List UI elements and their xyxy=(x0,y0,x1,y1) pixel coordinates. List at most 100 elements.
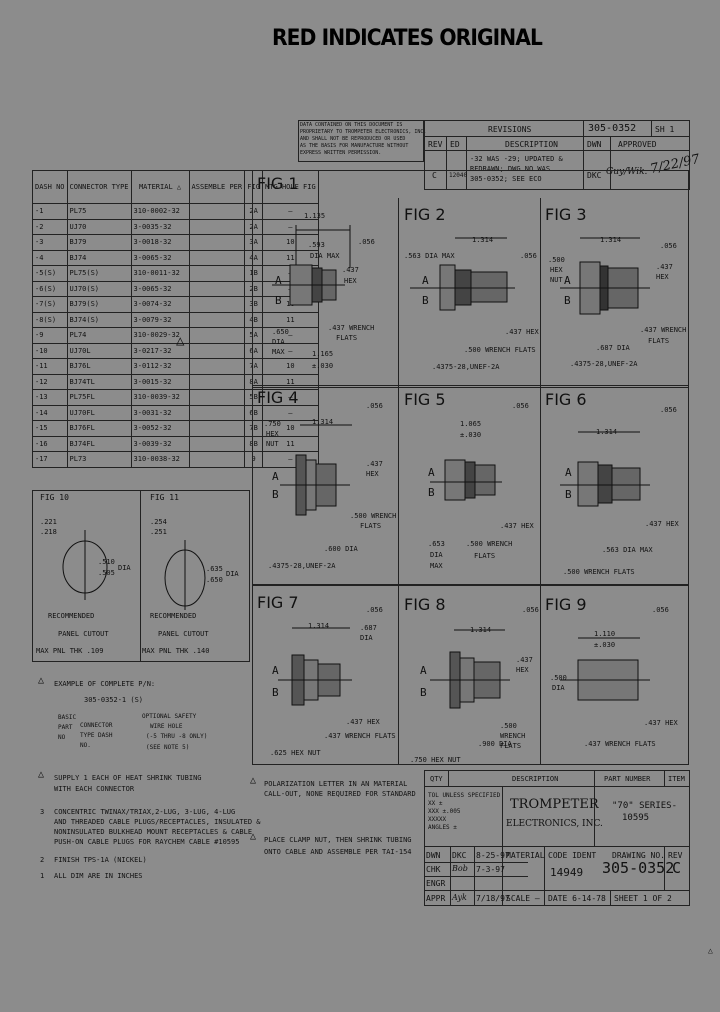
dim-text: DIA xyxy=(226,570,239,578)
tolerance-line: XXX ±.005 xyxy=(428,808,461,815)
dim-text: .687 xyxy=(360,624,377,632)
dim-text: RECOMMENDED xyxy=(150,612,197,620)
note-text: NONINSULATED BULKHEAD MOUNT RECEPTACLES … xyxy=(54,828,253,836)
fig-6-label: FIG 6 xyxy=(545,390,587,409)
rev-ed: 12040 xyxy=(449,172,468,179)
col-connector: CONNECTOR TYPE xyxy=(66,170,132,204)
tb-dwn-label: DWN xyxy=(426,851,441,860)
fig-7-label: FIG 7 xyxy=(257,593,299,612)
tolerance-line: XX ± xyxy=(428,800,443,807)
dim-text: .056 xyxy=(366,402,383,410)
rev-desc-line: REDRAWN; DWG NO WAS xyxy=(470,165,551,173)
tolerance-line: XXXXX xyxy=(428,816,447,823)
tb-rev: C xyxy=(672,859,682,877)
fig-6-connector xyxy=(560,431,650,507)
delta-note-icon: △ xyxy=(38,675,45,686)
tb-chk-by: Bob xyxy=(452,864,468,873)
dim-text: .056 xyxy=(512,402,529,410)
dim-text: ±.030 xyxy=(594,641,616,649)
fig-9-label: FIG 9 xyxy=(545,595,587,614)
dim-text: .056 xyxy=(660,406,677,414)
proprietary-note: DATA CONTAINED ON THIS DOCUMENT IS PROPR… xyxy=(300,122,426,157)
dim-text: .4375-28,UNEF-2A xyxy=(570,360,638,368)
dim-text: FLATS xyxy=(500,742,522,750)
dim-text: .600 DIA xyxy=(324,545,358,553)
fig-11-label: FIG 11 xyxy=(150,493,179,502)
delta-note-icon: △ xyxy=(250,775,257,786)
side-a-label: A xyxy=(275,274,282,287)
dim-text: .687 DIA xyxy=(596,344,630,352)
dim-text: HEX xyxy=(550,266,563,274)
example-label: PART xyxy=(58,724,73,731)
table-cell: 6B xyxy=(244,404,264,421)
rev-col-approved: APPROVED xyxy=(618,140,657,149)
fig-8-label: FIG 8 xyxy=(404,595,446,614)
table-cell: PL73 xyxy=(66,451,132,468)
revisions-doc-no: 305-0352 xyxy=(588,123,637,134)
rev-approved-signature: Guy/Wik. xyxy=(606,167,648,177)
note-line: PROPRIETARY TO TROMPETER ELECTRONICS, IN… xyxy=(300,129,427,135)
tb-appr-label: APPR xyxy=(426,894,446,903)
dim-text: .437 xyxy=(656,263,673,271)
example-label: (-5 THRU -8 ONLY) xyxy=(146,733,208,740)
dim-text: .437 WRENCH FLATS xyxy=(584,740,656,748)
example-label: NO xyxy=(58,734,66,741)
dim-text: .437 HEX xyxy=(500,522,534,530)
side-b-label: B xyxy=(275,294,282,307)
rev-col-description: DESCRIPTION xyxy=(505,140,558,149)
table-cell: -17 xyxy=(32,451,68,468)
dim-text: .437 HEX xyxy=(645,520,679,528)
tb-scale: SCALE — xyxy=(506,894,540,903)
note-line: EXPRESS WRITTEN PERMISSION. xyxy=(300,150,382,156)
dim-text: 1.314 xyxy=(312,418,334,426)
table-cell: 2A xyxy=(244,218,264,235)
dim-text: .254 xyxy=(150,518,167,526)
tb-dwn-by: DKC xyxy=(452,851,467,860)
dim-text: DIA xyxy=(272,338,285,346)
company-suffix: ELECTRONICS, INC. xyxy=(506,819,603,829)
side-a-label: A xyxy=(272,664,279,677)
tolerance-block: TOL UNLESS SPECIFIED XX ± XXX ±.005 XXXX… xyxy=(428,792,500,832)
fig-3-label: FIG 3 xyxy=(545,205,587,224)
dim-text: .563 DIA MAX xyxy=(602,546,653,554)
side-a-label: A xyxy=(422,274,429,287)
tb-appr-by: Ayk xyxy=(452,893,467,902)
dim-text: .500 WRENCH FLATS xyxy=(563,568,635,576)
fig-2-connector xyxy=(410,237,515,311)
table-cell: 5B xyxy=(244,389,264,406)
dim-text: .056 xyxy=(652,606,669,614)
side-b-label: B xyxy=(420,686,427,699)
dim-text: .437 WRENCH xyxy=(640,326,687,334)
dim-text: DIA MAX xyxy=(310,252,340,260)
dim-text: RECOMMENDED xyxy=(48,612,95,620)
table-cell: 11 xyxy=(262,249,319,266)
dim-text: WRENCH xyxy=(500,732,526,740)
dim-text: .437 HEX xyxy=(346,718,380,726)
dim-text: HEX xyxy=(266,430,279,438)
tb-col-qty: QTY xyxy=(430,775,443,783)
dim-text: FLATS xyxy=(474,552,496,560)
side-b-label: B xyxy=(422,294,429,307)
revisions-sheet: SH 1 xyxy=(655,125,675,134)
note-line: AND SHALL NOT BE REPRODUCED OR USED xyxy=(300,136,406,142)
dim-text: DIA xyxy=(552,684,565,692)
proprietary-note-box xyxy=(298,120,424,162)
delta-note-icon: △ xyxy=(38,769,45,780)
dim-text: FLATS xyxy=(336,334,358,342)
dim-text: .437 HEX xyxy=(644,719,678,727)
tb-sheet: SHEET 1 OF 2 xyxy=(614,894,672,903)
dim-text: PANEL CUTOUT xyxy=(58,630,109,638)
tb-material-label: MATERIAL xyxy=(506,851,545,860)
dim-text: .650 xyxy=(272,328,289,336)
figure-frame-row1 xyxy=(252,170,689,388)
dim-text: .056 xyxy=(660,242,677,250)
dim-text: MAX xyxy=(430,562,443,570)
side-b-label: B xyxy=(272,488,279,501)
col-material: MATERIAL △ xyxy=(130,170,190,204)
note-text: WITH EACH CONNECTOR xyxy=(54,785,135,793)
table-cell: 5A xyxy=(244,327,264,344)
dim-text: .221 xyxy=(40,518,57,526)
